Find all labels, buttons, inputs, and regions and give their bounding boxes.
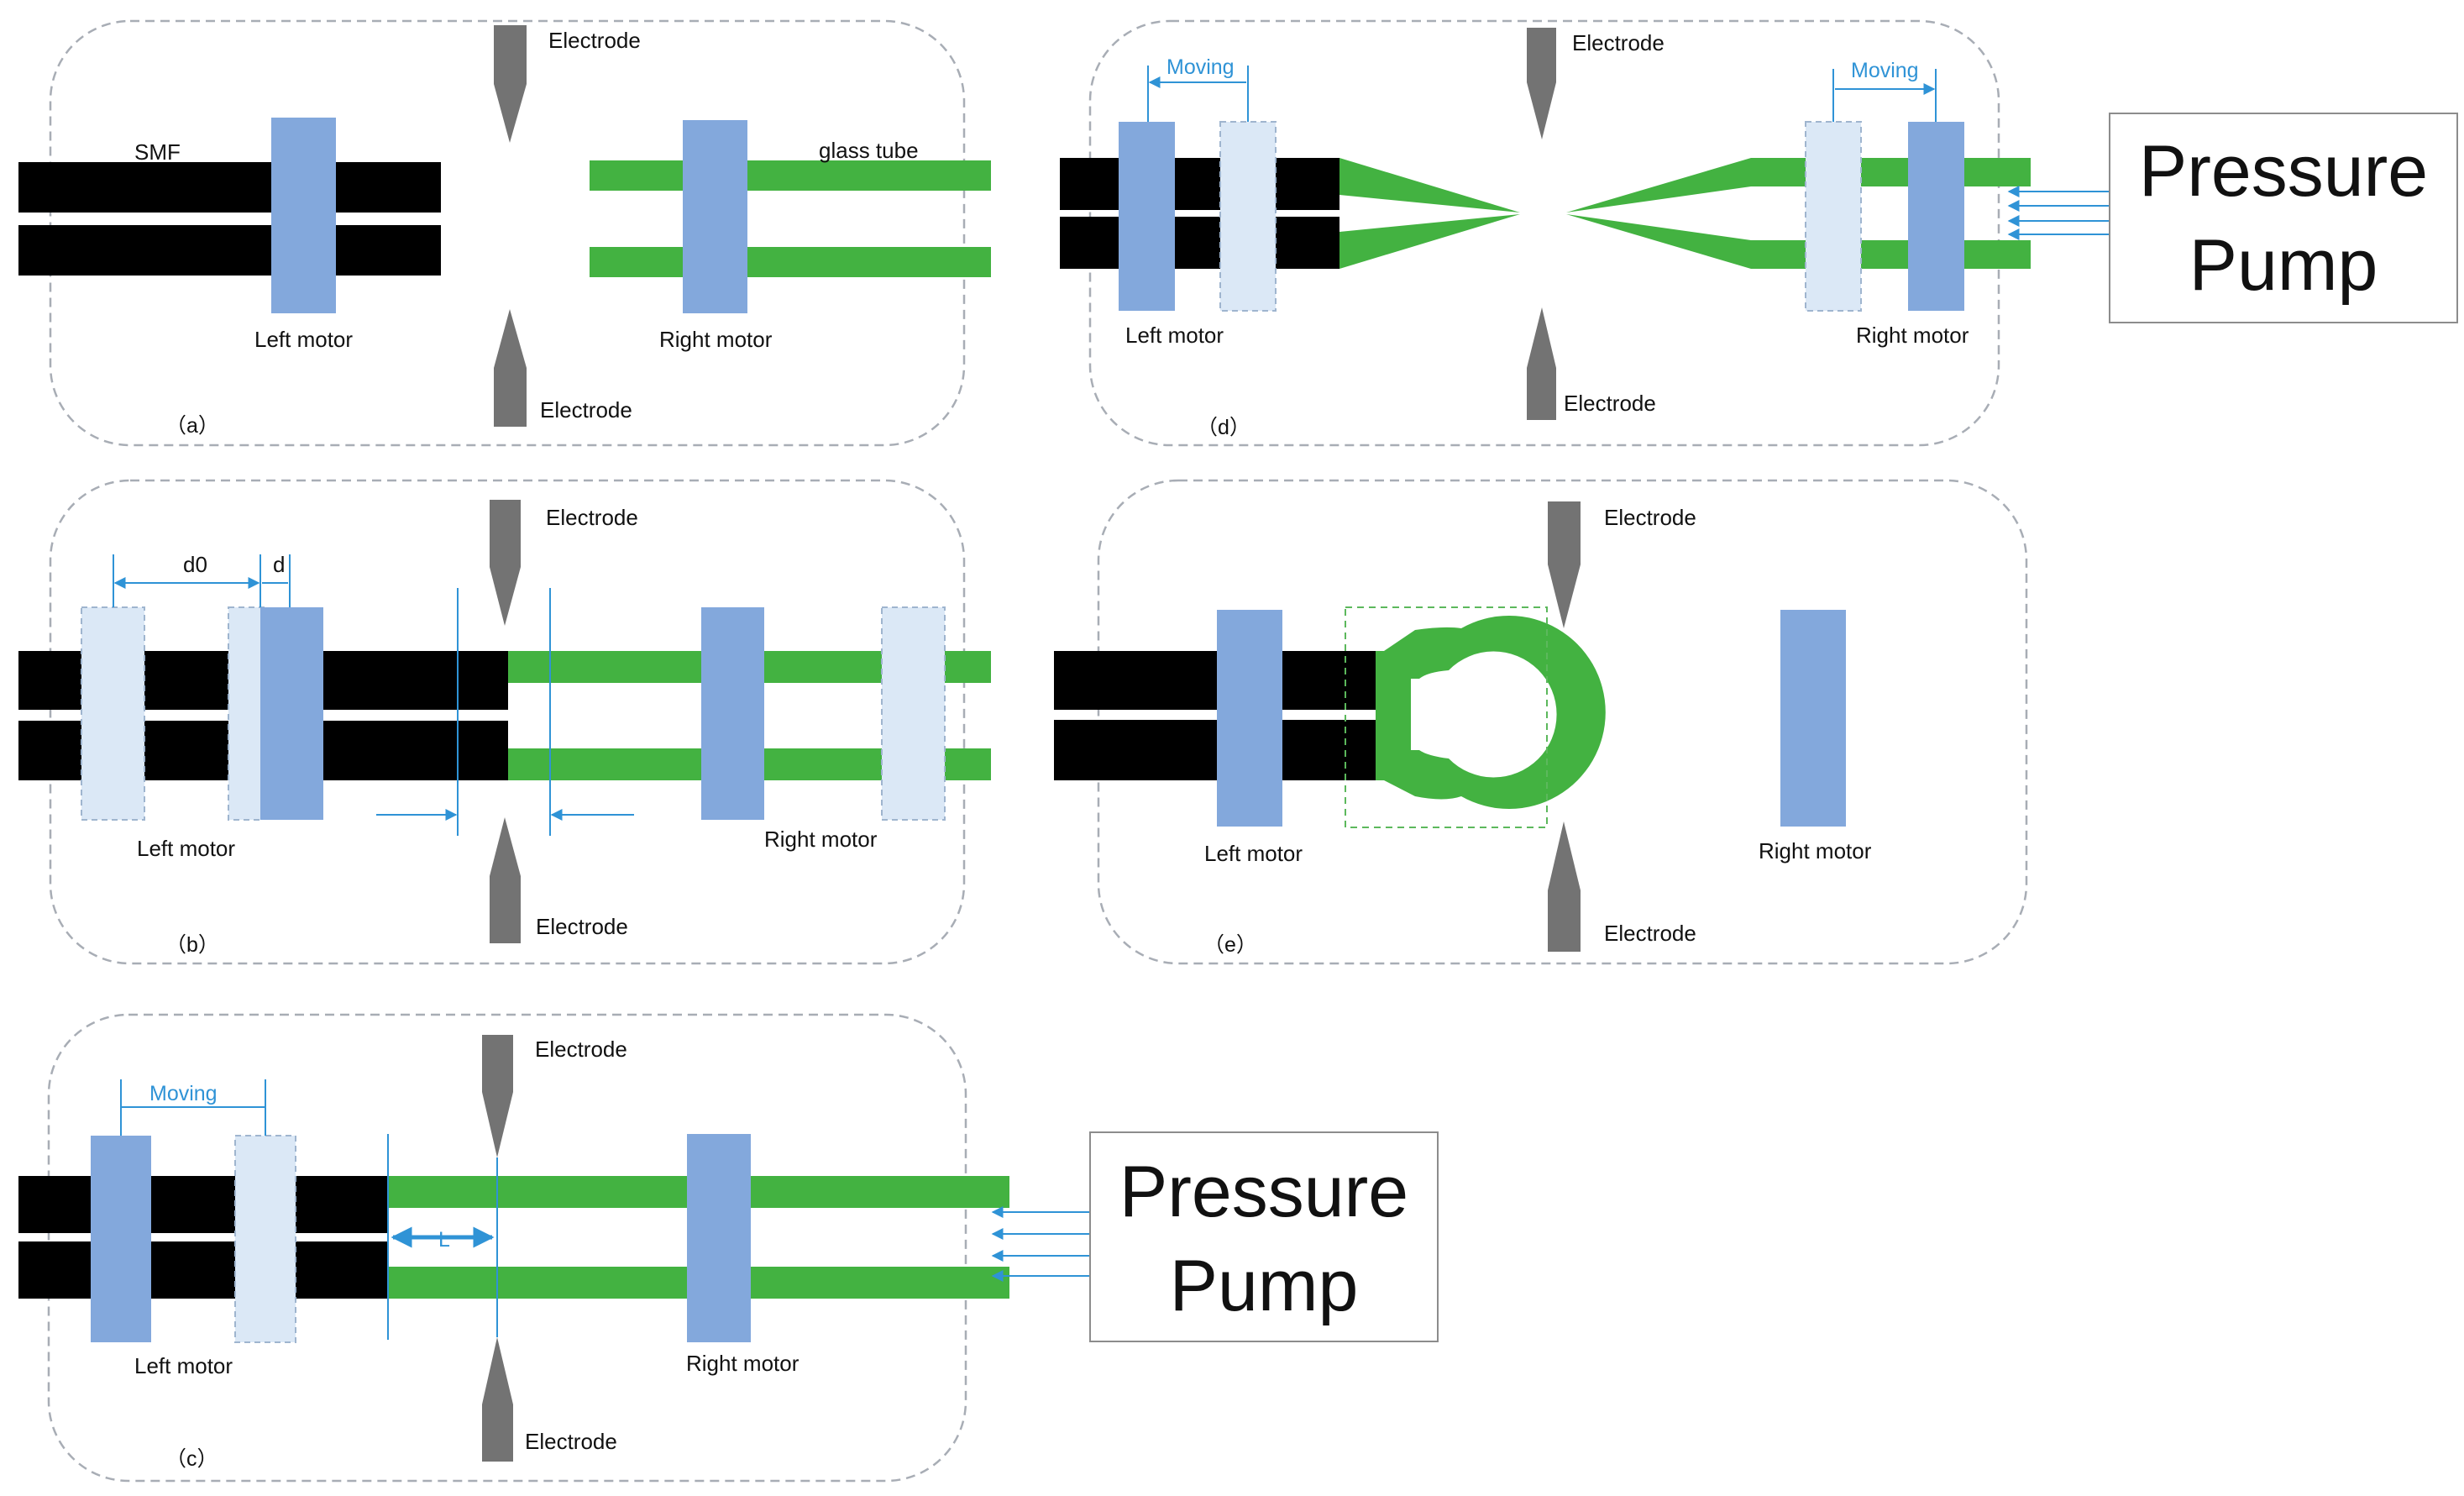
- pressure-pump-box: [2109, 113, 2458, 323]
- left-motor-label: Left motor: [134, 1353, 233, 1378]
- smf-fiber-upper: [1054, 651, 1376, 710]
- left-motor-label: Left motor: [1204, 841, 1303, 866]
- panel-d: Pressure Pump Moving Moving Electrode El…: [1060, 19, 2458, 447]
- left-motor-previous-position: [234, 1135, 296, 1343]
- panel-c-tag: （c）: [165, 1447, 218, 1471]
- pressure-pump-box: [1089, 1131, 1439, 1342]
- right-motor-label: Right motor: [659, 327, 773, 352]
- left-motor-previous-position: [228, 606, 265, 821]
- electrode-bottom: [494, 309, 527, 427]
- left-motor-block: [271, 118, 336, 313]
- electrode-top-label: Electrode: [548, 28, 641, 53]
- panel-a: Electrode Electrode SMF glass tube Left …: [18, 19, 991, 447]
- right-motor-block: [1908, 122, 1964, 311]
- moving-right-label: Moving: [1851, 59, 1919, 82]
- left-motor-label: Left motor: [137, 836, 235, 861]
- smf-fiber-lower: [1060, 217, 1339, 269]
- electrode-bottom-label: Electrode: [536, 914, 628, 939]
- left-motor-block: [91, 1136, 151, 1342]
- left-motor-start-position: [81, 606, 145, 821]
- glass-tube-label: glass tube: [819, 138, 919, 163]
- electrode-top-label: Electrode: [546, 505, 638, 530]
- electrode-top: [490, 500, 521, 626]
- glass-tube-wall-upper: [590, 160, 991, 191]
- tapered-fiber-lower: [1339, 214, 1520, 269]
- electrode-bottom: [490, 817, 521, 943]
- smf-fiber-lower: [1054, 720, 1376, 780]
- right-motor-block: [701, 607, 764, 820]
- panel-b-tag: （b）: [165, 933, 219, 957]
- panel-e-tag: （e）: [1203, 933, 1257, 957]
- electrode-top: [482, 1035, 513, 1157]
- left-motor-previous-position: [1219, 121, 1277, 312]
- electrode-bottom-label: Electrode: [1604, 921, 1696, 946]
- pressure-pump-label-line2: Pump: [1170, 1246, 1359, 1326]
- smf-fiber-upper: [1060, 158, 1339, 210]
- electrode-bottom-label: Electrode: [525, 1429, 617, 1454]
- pressure-inflow-arrows: [2007, 186, 2110, 240]
- right-motor-label: Right motor: [1759, 838, 1872, 863]
- panel-a-tag: （a）: [165, 414, 219, 438]
- electrode-bottom-label: Electrode: [1564, 391, 1656, 416]
- right-motor-previous-position: [881, 606, 946, 821]
- moving-label: Moving: [149, 1082, 218, 1105]
- right-motor-block: [687, 1134, 751, 1342]
- electrode-top: [494, 25, 527, 143]
- panel-c: Pressure Pump Moving L Electrode Electro…: [18, 1013, 1439, 1483]
- left-motor-block: [260, 607, 323, 820]
- electrode-top-label: Electrode: [1604, 505, 1696, 530]
- l-label: L: [438, 1228, 450, 1252]
- pressure-pump-label-line1: Pressure: [2139, 131, 2428, 212]
- tapered-fiber-upper: [1339, 158, 1520, 213]
- right-motor-block: [1780, 610, 1846, 827]
- pressure-pump-label-line2: Pump: [2189, 225, 2378, 306]
- electrode-bottom-label: Electrode: [540, 397, 632, 423]
- glass-tube-wall-lower: [590, 247, 991, 277]
- d-label: d: [273, 552, 285, 577]
- right-motor-previous-position: [1805, 121, 1862, 312]
- electrode-top-label: Electrode: [535, 1037, 627, 1062]
- smf-fiber-lower: [18, 225, 441, 276]
- moving-left-label: Moving: [1166, 55, 1235, 79]
- panel-b: d0 d Electrode Electrode Left motor Righ…: [18, 479, 991, 965]
- right-motor-label: Right motor: [686, 1351, 799, 1376]
- electrode-bottom: [1527, 307, 1556, 420]
- d0-label: d0: [183, 552, 207, 577]
- panel-e: Electrode Electrode Left motor Right mot…: [1054, 479, 2028, 965]
- right-motor-label: Right motor: [1856, 323, 1969, 348]
- smf-fiber-lower: [18, 1241, 388, 1299]
- pressure-pump-label-line1: Pressure: [1119, 1152, 1408, 1232]
- electrode-top: [1548, 501, 1581, 628]
- electrode-top-label: Electrode: [1572, 30, 1665, 55]
- left-motor-label: Left motor: [1125, 323, 1224, 348]
- pressure-inflow-arrows: [991, 1206, 1090, 1282]
- right-motor-label: Right motor: [764, 827, 878, 852]
- smf-fiber-upper: [18, 1176, 388, 1233]
- left-motor-block: [1217, 610, 1282, 827]
- electrode-top: [1527, 28, 1556, 139]
- right-motor-block: [683, 120, 747, 313]
- smf-fiber-upper: [18, 162, 441, 213]
- panel-d-tag: （d）: [1197, 416, 1250, 439]
- microbubble-highlight-box: [1345, 606, 1548, 828]
- microbubble-cavity: [1376, 616, 1606, 809]
- electrode-bottom: [1548, 821, 1581, 952]
- left-motor-block: [1119, 122, 1175, 311]
- left-motor-label: Left motor: [254, 327, 353, 352]
- electrode-bottom: [482, 1337, 513, 1462]
- smf-label: SMF: [134, 139, 181, 165]
